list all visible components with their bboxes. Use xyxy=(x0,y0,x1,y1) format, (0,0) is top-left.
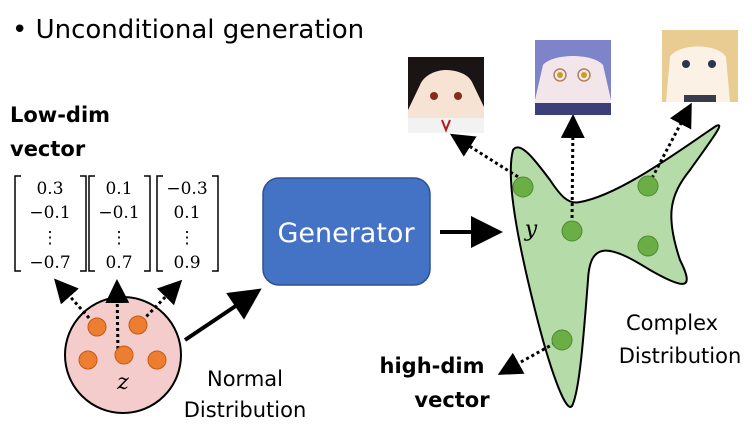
generator-label: Generator xyxy=(277,218,415,249)
low-dim-label-1: Low-dim xyxy=(10,103,110,127)
generated-image-3 xyxy=(662,30,738,102)
z-label: z xyxy=(116,370,129,395)
high-dim-label-1: high-dim xyxy=(380,354,485,378)
svg-text:0.3: 0.3 xyxy=(36,179,63,199)
svg-text:−0.7: −0.7 xyxy=(29,253,70,273)
normal-label-1: Normal xyxy=(207,367,283,391)
output-sample-arrows xyxy=(449,102,692,375)
high-dim-label-2: vector xyxy=(414,388,490,412)
svg-text:−0.1: −0.1 xyxy=(98,203,139,223)
low-dim-label-2: vector xyxy=(10,137,86,161)
svg-text:−0.3: −0.3 xyxy=(166,179,207,199)
svg-text:0.1: 0.1 xyxy=(173,203,200,223)
svg-text:⋮: ⋮ xyxy=(179,228,196,248)
svg-text:⋮: ⋮ xyxy=(42,228,59,248)
complex-samples xyxy=(512,175,659,351)
vector-1: 0.3 −0.1 ⋮ −0.7 xyxy=(14,175,87,273)
svg-text:0.7: 0.7 xyxy=(105,253,132,273)
complex-label-1: Complex xyxy=(626,311,718,335)
input-arrow xyxy=(183,288,262,342)
generated-image-1 xyxy=(408,57,484,133)
vector-3: −0.3 0.1 ⋮ 0.9 xyxy=(156,175,219,273)
vector-2: 0.1 −0.1 ⋮ 0.7 xyxy=(88,175,151,273)
svg-text:0.1: 0.1 xyxy=(105,179,132,199)
svg-text:−0.1: −0.1 xyxy=(29,203,70,223)
complex-label-2: Distribution xyxy=(619,344,742,368)
svg-text:0.9: 0.9 xyxy=(173,253,200,273)
generated-image-2 xyxy=(535,40,611,115)
generator-box xyxy=(262,177,431,286)
normal-samples xyxy=(78,315,167,370)
y-label: y xyxy=(524,217,538,242)
svg-text:⋮: ⋮ xyxy=(111,228,128,248)
sample-arrows xyxy=(54,278,183,356)
slide-title: • Unconditional generation xyxy=(12,15,364,45)
normal-label-2: Distribution xyxy=(184,398,307,422)
